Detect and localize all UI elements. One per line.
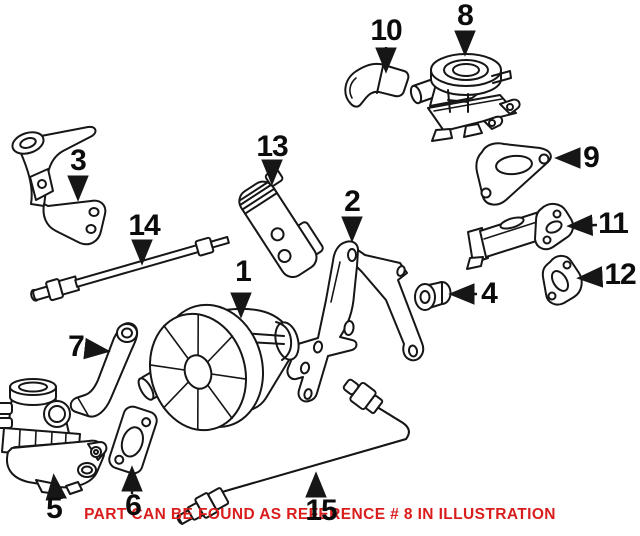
callout-1: 1 bbox=[235, 255, 252, 288]
callout-10: 10 bbox=[370, 14, 402, 47]
arrow-7 bbox=[83, 337, 111, 360]
callout-12: 12 bbox=[604, 258, 636, 291]
arrow-5 bbox=[45, 473, 68, 501]
reference-note: PART CAN BE FOUND AS REFERENCE # 8 IN IL… bbox=[84, 506, 556, 523]
part-curved-hose bbox=[69, 322, 139, 418]
callout-3: 3 bbox=[70, 144, 87, 177]
part-adapter-bracket bbox=[466, 203, 575, 270]
callout-15: 15 bbox=[305, 494, 337, 527]
callout-14: 14 bbox=[128, 209, 160, 242]
callout-4: 4 bbox=[481, 277, 498, 310]
part-spool-bushing bbox=[414, 281, 452, 311]
part-canister bbox=[238, 168, 324, 279]
callout-11: 11 bbox=[598, 207, 629, 240]
part-mounting-bracket bbox=[286, 240, 425, 403]
part-bracket-upper bbox=[11, 125, 107, 246]
part-gasket-triangular bbox=[475, 142, 552, 206]
part-gasket-small bbox=[541, 254, 583, 306]
part-bent-tube bbox=[176, 378, 410, 525]
part-elbow-hose bbox=[344, 62, 410, 108]
callout-6: 6 bbox=[125, 489, 142, 522]
arrow-12 bbox=[576, 266, 604, 288]
part-gasket-plate bbox=[108, 405, 158, 475]
part-air-pump bbox=[137, 303, 300, 432]
callout-arrows bbox=[45, 30, 604, 501]
arrow-11 bbox=[566, 214, 598, 236]
callout-9: 9 bbox=[583, 141, 600, 174]
part-air-tube-long bbox=[30, 236, 230, 302]
callout-5: 5 bbox=[46, 492, 63, 525]
part-check-valve bbox=[409, 53, 521, 142]
callout-13: 13 bbox=[256, 130, 288, 163]
part-valve-assembly bbox=[0, 378, 108, 495]
callout-8: 8 bbox=[457, 0, 474, 32]
callout-2: 2 bbox=[344, 185, 361, 218]
callout-7: 7 bbox=[68, 330, 85, 363]
